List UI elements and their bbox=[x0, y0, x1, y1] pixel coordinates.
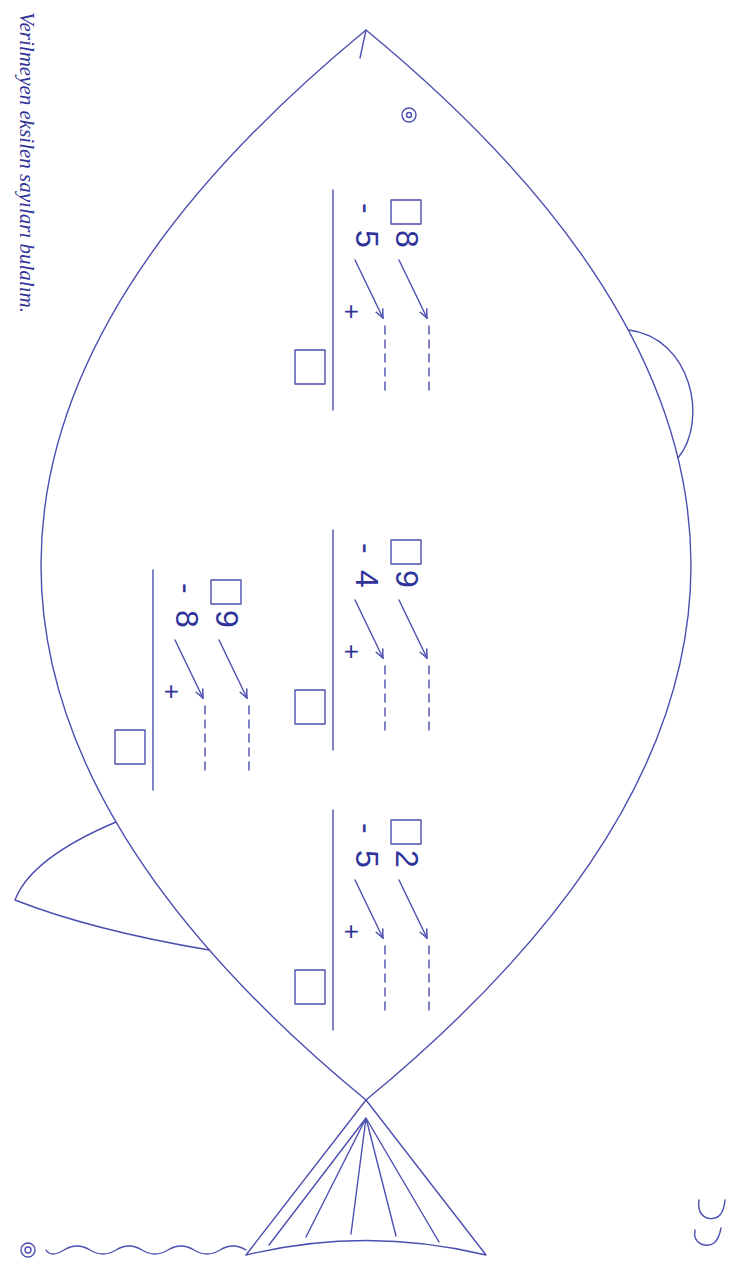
result-line bbox=[152, 570, 153, 790]
minuend-digit: 9 bbox=[391, 570, 423, 588]
subtrahend-digit: 5 bbox=[351, 850, 383, 868]
worksheet-heading: Verilmeyen eksilen sayıları bulalım. bbox=[16, 12, 37, 313]
subtrahend-digit: 4 bbox=[351, 570, 383, 588]
fishing-hook-center bbox=[25, 1247, 31, 1253]
answer-box bbox=[391, 200, 421, 224]
minus-sign: - bbox=[351, 203, 383, 214]
blank-line bbox=[248, 706, 249, 770]
blank-line bbox=[384, 326, 385, 390]
plus-sign: + bbox=[339, 304, 365, 319]
minus-sign: - bbox=[351, 543, 383, 554]
minus-sign: - bbox=[171, 583, 203, 594]
fish-eye bbox=[402, 108, 416, 122]
tail-fin-lines bbox=[269, 1118, 439, 1245]
problem-frame bbox=[295, 530, 429, 750]
fishing-line bbox=[46, 1246, 246, 1254]
minus-sign: - bbox=[351, 823, 383, 834]
answer-box bbox=[295, 690, 325, 724]
plus-sign: + bbox=[339, 644, 365, 659]
arrow bbox=[399, 600, 427, 658]
minuend-digit: 9 bbox=[211, 610, 243, 628]
blank-line bbox=[204, 706, 205, 770]
blank-line bbox=[384, 946, 385, 1010]
answer-box bbox=[115, 730, 145, 764]
plus-sign: + bbox=[159, 684, 185, 699]
fish-mouth bbox=[360, 30, 366, 58]
arrow bbox=[399, 880, 427, 938]
result-line bbox=[332, 190, 333, 410]
dorsal-fin bbox=[629, 330, 693, 458]
fish-body bbox=[41, 30, 691, 1100]
blank-line bbox=[428, 666, 429, 730]
minuend-digit: 2 bbox=[391, 850, 423, 868]
answer-box bbox=[295, 970, 325, 1004]
answer-box bbox=[391, 540, 421, 564]
answer-box bbox=[391, 820, 421, 844]
arrow bbox=[219, 640, 247, 698]
arrow bbox=[399, 260, 427, 318]
subtrahend-digit: 5 bbox=[351, 230, 383, 248]
problem-frame bbox=[295, 190, 429, 410]
problem-frame bbox=[295, 810, 429, 1030]
plus-sign: + bbox=[339, 924, 365, 939]
pectoral-fin bbox=[15, 822, 209, 950]
result-line bbox=[332, 530, 333, 750]
subtrahend-digit: 8 bbox=[171, 610, 203, 628]
blank-line bbox=[428, 326, 429, 390]
problem-frame bbox=[115, 570, 249, 790]
answer-box bbox=[211, 580, 241, 604]
blank-line bbox=[384, 666, 385, 730]
fish-eye-pupil bbox=[407, 113, 412, 118]
answer-box bbox=[295, 350, 325, 384]
minuend-digit: 8 bbox=[391, 230, 423, 248]
tail-fin bbox=[246, 1100, 486, 1255]
bubbles bbox=[695, 1200, 725, 1245]
fishing-hook bbox=[21, 1243, 35, 1257]
blank-line bbox=[428, 946, 429, 1010]
result-line bbox=[332, 810, 333, 1030]
